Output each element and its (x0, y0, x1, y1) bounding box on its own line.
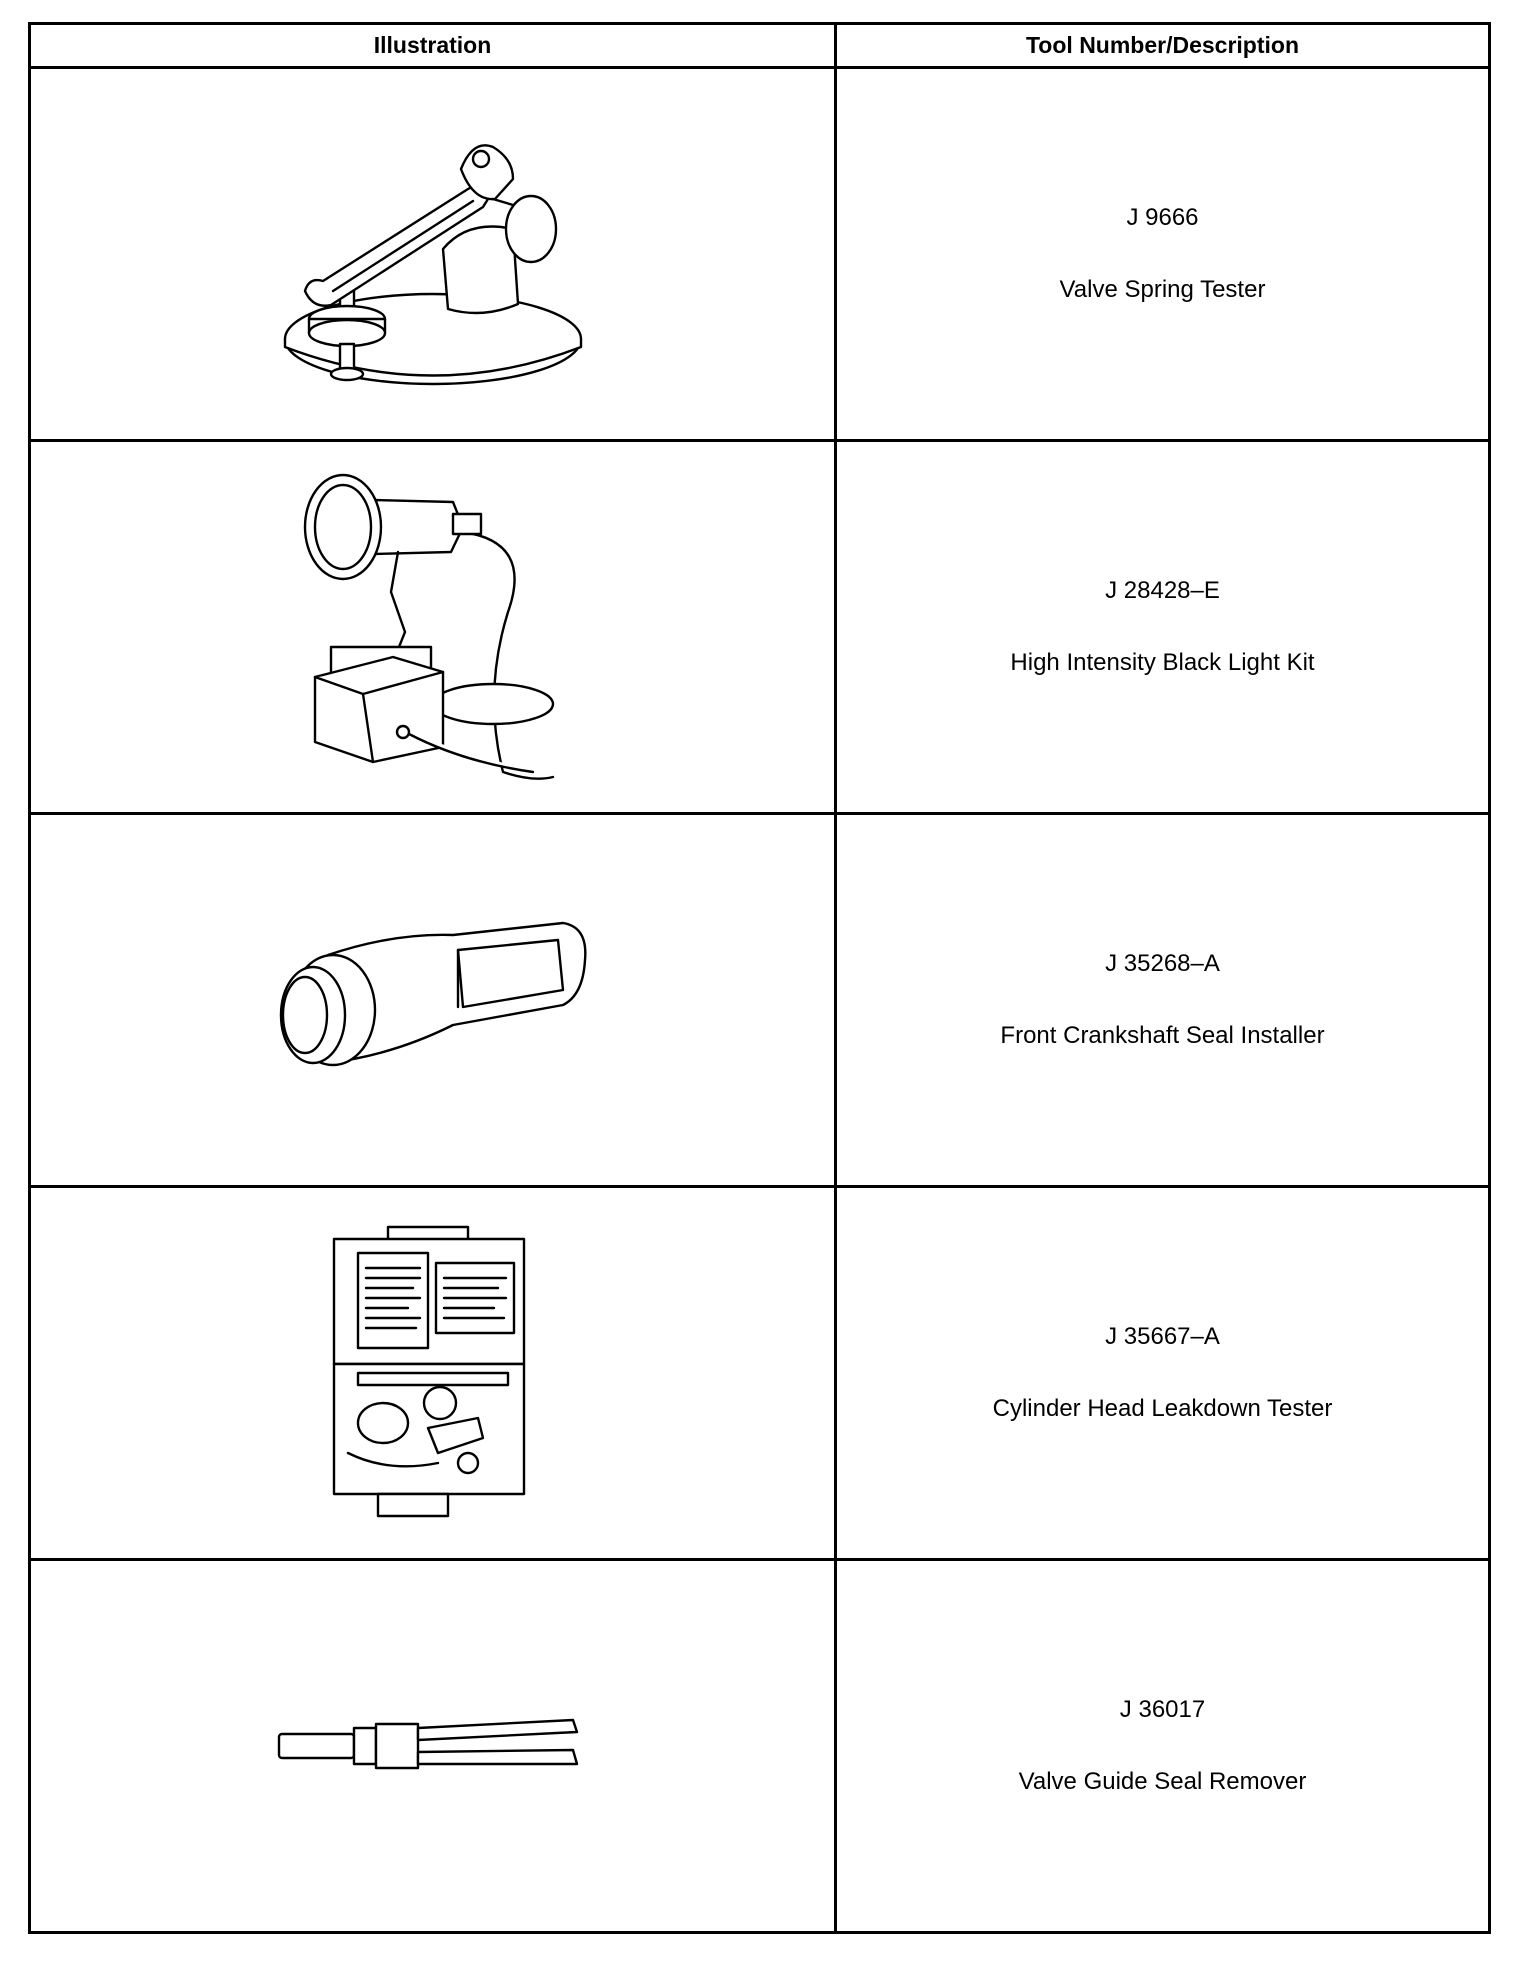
tool-number: J 36017 (1119, 1696, 1206, 1723)
illustration-cell (28, 812, 837, 1188)
table-row: J 9666 Valve Spring Tester (28, 66, 1491, 442)
table-row: J 35268–A Front Crankshaft Seal Installe… (28, 812, 1491, 1188)
seal-installer-icon (279, 921, 587, 1067)
tool-description: Cylinder Head Leakdown Tester (992, 1395, 1333, 1422)
tool-number: J 9666 (1126, 204, 1199, 231)
illustration-cell (28, 439, 837, 815)
header-row: Illustration Tool Number/Description (28, 22, 1491, 69)
seal-remover-icon (277, 1718, 578, 1770)
tool-description-cell: J 35268–A Front Crankshaft Seal Installe… (834, 812, 1491, 1188)
header-tool-description: Tool Number/Description (834, 22, 1491, 69)
tool-number: J 35667–A (1105, 1323, 1220, 1350)
tool-description-cell: J 28428–E High Intensity Black Light Kit (834, 439, 1491, 815)
tool-description-cell: J 9666 Valve Spring Tester (834, 66, 1491, 442)
tool-description: Valve Spring Tester (1059, 276, 1266, 303)
illustration-cell (28, 66, 837, 442)
tool-number: J 28428–E (1105, 577, 1220, 604)
tool-number: J 35268–A (1105, 950, 1220, 977)
leakdown-tester-case-icon (332, 1225, 525, 1518)
tool-description: Front Crankshaft Seal Installer (1000, 1022, 1325, 1049)
header-illustration: Illustration (28, 22, 837, 69)
tool-description: High Intensity Black Light Kit (1010, 649, 1315, 676)
illustration-cell (28, 1185, 837, 1561)
tool-description-cell: J 35667–A Cylinder Head Leakdown Tester (834, 1185, 1491, 1561)
illustration-cell (28, 1558, 837, 1934)
table-row: J 28428–E High Intensity Black Light Kit (28, 439, 1491, 815)
tool-description-cell: J 36017 Valve Guide Seal Remover (834, 1558, 1491, 1934)
table-row: J 35667–A Cylinder Head Leakdown Tester (28, 1185, 1491, 1561)
tool-description: Valve Guide Seal Remover (1018, 1768, 1307, 1795)
table-row: J 36017 Valve Guide Seal Remover (28, 1558, 1491, 1934)
special-tools-table: Illustration Tool Number/Description (28, 22, 1491, 1934)
black-light-kit-icon (303, 473, 554, 780)
valve-spring-tester-icon (283, 144, 582, 386)
